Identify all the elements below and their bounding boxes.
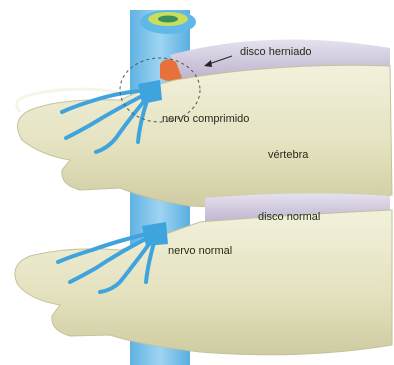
normal-nerve-root: [142, 222, 168, 246]
label-normal-nerve: nervo normal: [168, 245, 232, 258]
cord-grey-matter: [158, 16, 178, 23]
upper-vertebra: [18, 65, 393, 207]
label-compressed-nerve: nervo comprimido: [162, 113, 249, 126]
label-herniated-disc: disco herniado: [240, 46, 312, 59]
label-vertebra: vértebra: [268, 149, 308, 162]
label-normal-disc: disco normal: [258, 211, 320, 224]
compressed-nerve-root: [138, 80, 162, 104]
